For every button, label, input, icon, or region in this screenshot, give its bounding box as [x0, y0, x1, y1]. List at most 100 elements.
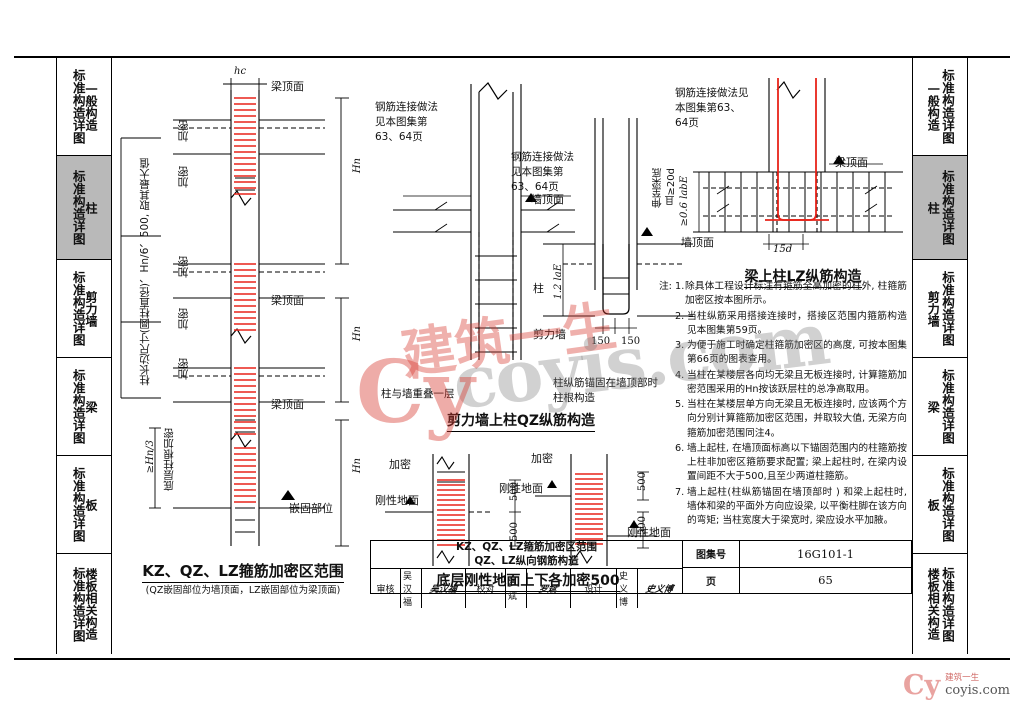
qz-wall-top-2: 墙顶面	[681, 236, 714, 249]
kz-dense-label-5: 加密	[177, 358, 190, 380]
page-number: 65	[818, 573, 833, 588]
note-text: 墙上起柱(柱纵筋锚固在墙顶部时 ) 和梁上起柱时, 墙体和梁的平面外方向应设梁,…	[687, 486, 907, 527]
sheet-title: KZ、QZ、LZ箍筋加密区范围 QZ、LZ纵向钢筋构造	[371, 541, 682, 570]
signoff-role: 校对	[466, 569, 506, 609]
sidebar-item-5[interactable]: 标准构造详图板	[913, 456, 967, 554]
note-item: 7.墙上起柱(柱纵筋锚固在墙顶部时 ) 和梁上起柱时, 墙体和梁的平面外方向应设…	[675, 486, 907, 529]
signoff-signature: 罗斌	[527, 569, 571, 609]
qz-anchor-dim: 1.2 laE	[553, 264, 564, 300]
sidebar-item-label: 一般构造	[926, 82, 941, 131]
signoff-name: 罗 斌	[506, 569, 527, 609]
floor-dim-500-c: 500	[637, 472, 648, 492]
signoff-name: 吴汉福	[401, 569, 422, 609]
footer-brand-cn: 建筑一生	[945, 673, 980, 684]
floor-figure	[385, 454, 657, 566]
note-text: 除具体工程设计标注有箍筋全高加密的柱外, 柱箍筋加密区按本图所示。	[685, 281, 907, 307]
qz-upper-figure	[393, 82, 575, 360]
sidebar-right: 标准构造详图一般构造标准构造详图柱标准构造详图剪力墙标准构造详图梁标准构造详图板…	[912, 58, 968, 654]
qz-splice-note-2: 钢筋连接做法见本图集第63、64页	[511, 151, 574, 194]
note-item: 3.为便于施工时确定柱箍筋加密区的高度, 可按本图集第66页的图表查用。	[675, 339, 907, 368]
signoff-role: 审核	[371, 569, 401, 609]
note-number: 2.	[675, 310, 685, 322]
kz-beam-top-3: 梁顶面	[271, 398, 304, 411]
kz-beam-top-1: 梁顶面	[271, 80, 304, 93]
sidebar-item-2[interactable]: 标准构造详图柱	[57, 156, 111, 260]
sidebar-left: 标准构造详图一般构造标准构造详图柱标准构造详图剪力墙标准构造详图梁标准构造详图板…	[56, 58, 112, 654]
sidebar-item-1[interactable]: 标准构造详图一般构造	[913, 58, 967, 156]
qz-dim-150: 150	[591, 336, 611, 347]
kz-hn-1: Hn	[352, 158, 363, 174]
sidebar-item-6[interactable]: 标准构造详图楼板相关构造	[57, 554, 111, 654]
title-block: KZ、QZ、LZ箍筋加密区范围 QZ、LZ纵向钢筋构造 审核吴汉福吴汉福校对罗 …	[370, 540, 912, 609]
note-number: 注: 1.	[659, 281, 685, 292]
qz-dim-150b: 150	[621, 336, 641, 347]
sidebar-item-common-label: 标准构造详图	[939, 369, 955, 444]
note-item: 5.当柱在某楼层单方向无梁且无板连接时, 应该两个方向分别计算箍筋加密区范围，并…	[675, 398, 907, 441]
signoff-role: 设计	[571, 569, 617, 609]
note-text: 墙上起柱, 在墙顶面标高以下锚固范围内的柱箍筋按上柱非加密区箍筋要求配置; 梁上…	[687, 442, 907, 483]
qz-shearwall-label: 剪力墙	[533, 328, 566, 341]
sidebar-item-common-label: 标准构造详图	[70, 467, 86, 542]
kz-bottom-note: 底层柱根加密	[163, 428, 175, 491]
sidebar-item-label: 板	[926, 498, 941, 511]
note-number: 5.	[675, 399, 685, 410]
sidebar-item-common-label: 标准构造详图	[939, 566, 955, 642]
sidebar-item-label: 柱	[83, 201, 98, 214]
notes-block: 注: 1.除具体工程设计标注有箍筋全高加密的柱外, 柱箍筋加密区按本图所示。2.…	[659, 280, 907, 529]
lz-splice-note: 钢筋连接做法见本图集第63、64页	[675, 87, 749, 130]
signoff-name: 史义博	[617, 569, 638, 609]
lz-dim-15d: 15d	[773, 244, 793, 255]
kz-beam-top-2: 梁顶面	[271, 294, 304, 307]
note-item: 4.当柱在某楼层各向均无梁且无板连接时, 计算箍筋加密范围采用的Hn按该跃层柱的…	[675, 369, 907, 398]
floor-dim-500-a: 500	[509, 482, 520, 502]
sidebar-item-4[interactable]: 标准构造详图梁	[57, 358, 111, 456]
sidebar-item-4[interactable]: 标准构造详图梁	[913, 358, 967, 456]
kz-column-figure	[120, 78, 349, 547]
kz-hn-3: Hn	[352, 458, 363, 474]
floor-dense-left: 加密	[389, 458, 411, 471]
floor-dense-right: 加密	[531, 452, 553, 465]
sidebar-item-3[interactable]: 标准构造详图剪力墙	[57, 260, 111, 358]
sidebar-item-3[interactable]: 标准构造详图剪力墙	[913, 260, 967, 358]
page-label: 页	[683, 567, 740, 593]
lz-extend-note2: 且≥20d	[666, 168, 677, 206]
signoff-signature: 史义博	[645, 585, 675, 596]
sidebar-item-common-label: 标准构造详图	[70, 566, 86, 642]
sidebar-item-label: 剪力墙	[926, 290, 941, 327]
sidebar-item-label: 一般构造	[83, 82, 98, 131]
sidebar-item-6[interactable]: 标准构造详图楼板相关构造	[913, 554, 967, 654]
note-number: 4.	[675, 369, 685, 381]
kz-embed-label: 嵌固部位	[289, 502, 333, 515]
qz-anchor-figure	[543, 118, 693, 334]
signoff-row: 审核吴汉福吴汉福校对罗 斌罗斌设计史义博史义博	[371, 569, 682, 609]
sidebar-item-common-label: 标准构造详图	[939, 271, 955, 346]
atlas-label: 图集号	[683, 541, 740, 567]
note-item: 注: 1.除具体工程设计标注有箍筋全高加密的柱外, 柱箍筋加密区按本图所示。	[659, 280, 907, 309]
footer: Cy 建筑一生 coyis.com	[0, 664, 1024, 724]
kz-dense-label-3: 加密	[177, 256, 190, 278]
sidebar-item-common-label: 标准构造详图	[70, 170, 86, 245]
kz-dense-label-1: 加密	[177, 120, 190, 142]
kz-left-note: 柱长边尺寸(圆柱直径)、Hn/6、500, 取其最大值	[139, 158, 151, 386]
sidebar-item-label: 楼板相关构造	[83, 568, 98, 640]
lz-caption: 梁上柱LZ纵筋构造	[703, 266, 903, 288]
lz-figure	[693, 78, 903, 250]
note-number: 3.	[675, 340, 685, 351]
lz-anchor-dim: ≥0.6 labE	[679, 176, 690, 227]
note-text: 当柱在某楼层各向均无梁且无板连接时, 计算箍筋加密范围采用的Hn按该跃层柱的总净…	[687, 369, 907, 395]
footer-domain: coyis.com	[945, 682, 1010, 698]
atlas-number: 16G101-1	[797, 546, 854, 561]
floor-rigid-right: 刚性地面	[499, 482, 543, 495]
sidebar-item-2[interactable]: 标准构造详图柱	[913, 156, 967, 260]
footer-brand: Cy 建筑一生 coyis.com	[903, 672, 1010, 699]
lz-beam-top: 梁顶面	[835, 156, 868, 169]
sidebar-item-5[interactable]: 标准构造详图板	[57, 456, 111, 554]
note-number: 6.	[675, 442, 685, 454]
sheet-title-line1: KZ、QZ、LZ箍筋加密区范围	[455, 541, 598, 553]
kz-dense-label-4: 加密	[177, 308, 190, 330]
sidebar-item-1[interactable]: 标准构造详图一般构造	[57, 58, 111, 156]
floor-caption: 底层刚性地面上下各加密500	[383, 570, 673, 592]
note-item: 2.当柱纵筋采用搭接连接时，搭接区范围内箍筋构造见本图集第59页。	[675, 310, 907, 339]
sidebar-item-label: 梁	[926, 400, 941, 413]
